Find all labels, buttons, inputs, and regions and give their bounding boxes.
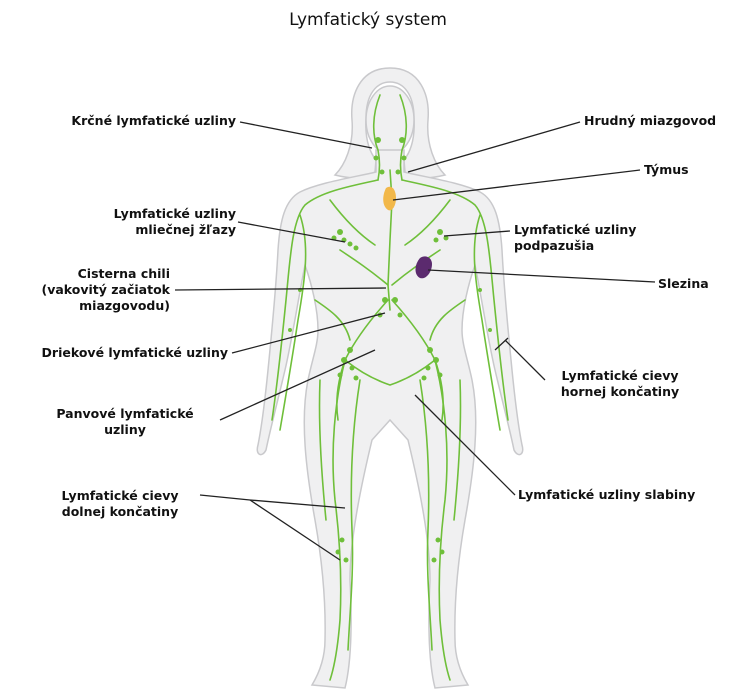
label-hrudny-miazgovod: Hrudný miazgovod <box>584 113 734 129</box>
label-line: Hrudný miazgovod <box>584 113 734 129</box>
label-cievy-hornej: Lymfatické cievy hornej končatiny <box>540 368 700 400</box>
label-panvove-uzliny: Panvové lymfatické uzliny <box>30 406 220 438</box>
label-podpazusia: Lymfatické uzliny podpazušia <box>514 222 694 254</box>
label-tymus: Týmus <box>644 162 724 178</box>
label-slabiny: Lymfatické uzliny slabiny <box>518 487 730 503</box>
label-line: dolnej končatiny <box>40 504 200 520</box>
label-mliecne-uzliny: Lymfatické uzliny mliečnej žľazy <box>10 206 236 238</box>
label-line: mliečnej žľazy <box>10 222 236 238</box>
label-line: podpazušia <box>514 238 694 254</box>
label-line: Lymfatické cievy <box>40 488 200 504</box>
label-line: Lymfatické uzliny <box>10 206 236 222</box>
label-driekove-uzliny: Driekové lymfatické uzliny <box>5 345 228 361</box>
label-line: hornej končatiny <box>540 384 700 400</box>
label-line: Lymfatické uzliny slabiny <box>518 487 730 503</box>
label-cievy-dolnej: Lymfatické cievy dolnej končatiny <box>40 488 200 520</box>
label-slezina: Slezina <box>658 276 728 292</box>
label-line: Cisterna chili <box>10 266 170 282</box>
label-line: Driekové lymfatické uzliny <box>5 345 228 361</box>
label-line: Panvové lymfatické <box>30 406 220 422</box>
label-line: miazgovodu) <box>10 298 170 314</box>
label-cisterna-chili: Cisterna chili (vakovitý začiatok miazgo… <box>10 266 170 314</box>
body-silhouette <box>257 68 522 688</box>
label-line: Týmus <box>644 162 724 178</box>
label-line: uzliny <box>30 422 220 438</box>
label-line: Lymfatické uzliny <box>514 222 694 238</box>
label-line: Lymfatické cievy <box>540 368 700 384</box>
label-line: Slezina <box>658 276 728 292</box>
label-line: (vakovitý začiatok <box>10 282 170 298</box>
label-line: Krčné lymfatické uzliny <box>10 113 236 129</box>
label-krcne-uzliny: Krčné lymfatické uzliny <box>10 113 236 129</box>
